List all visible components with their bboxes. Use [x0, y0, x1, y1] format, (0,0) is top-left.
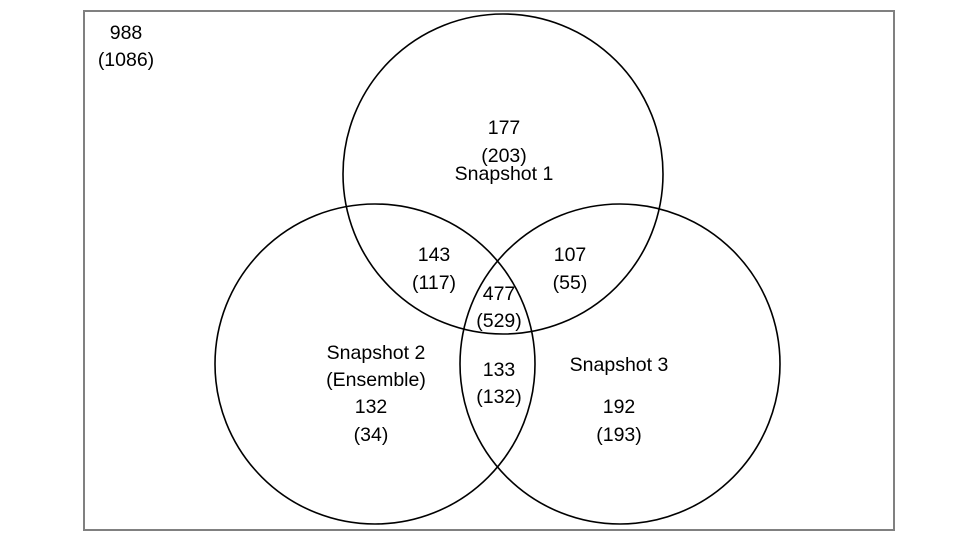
region-only-1-paren: (203): [481, 145, 527, 167]
circle-snapshot-2: [214, 203, 536, 525]
region-s2-s3-count: 133: [483, 359, 516, 381]
outside-paren: (1086): [98, 49, 154, 71]
label-snapshot-2: Snapshot 2: [327, 342, 426, 364]
region-only-3-paren: (193): [596, 424, 642, 446]
region-only-2-paren: (34): [354, 424, 389, 446]
region-s2-s3-paren: (132): [476, 386, 522, 408]
label-snapshot-2-sub: (Ensemble): [326, 369, 426, 391]
universe-frame: [83, 10, 895, 531]
region-only-3-count: 192: [603, 396, 636, 418]
region-only-2-count: 132: [355, 396, 388, 418]
circle-snapshot-1: [342, 13, 664, 335]
region-all-count: 477: [483, 283, 516, 305]
region-s1-s3-count: 107: [554, 244, 587, 266]
region-all-paren: (529): [476, 310, 522, 332]
label-snapshot-3: Snapshot 3: [570, 354, 669, 376]
label-snapshot-1: Snapshot 1: [455, 163, 554, 185]
region-s1-s3-paren: (55): [553, 272, 588, 294]
region-s1-s2-paren: (117): [412, 272, 456, 294]
outside-count: 988: [110, 22, 143, 44]
region-only-1-count: 177: [488, 117, 521, 139]
circle-snapshot-3: [459, 203, 781, 525]
region-s1-s2-count: 143: [418, 244, 451, 266]
